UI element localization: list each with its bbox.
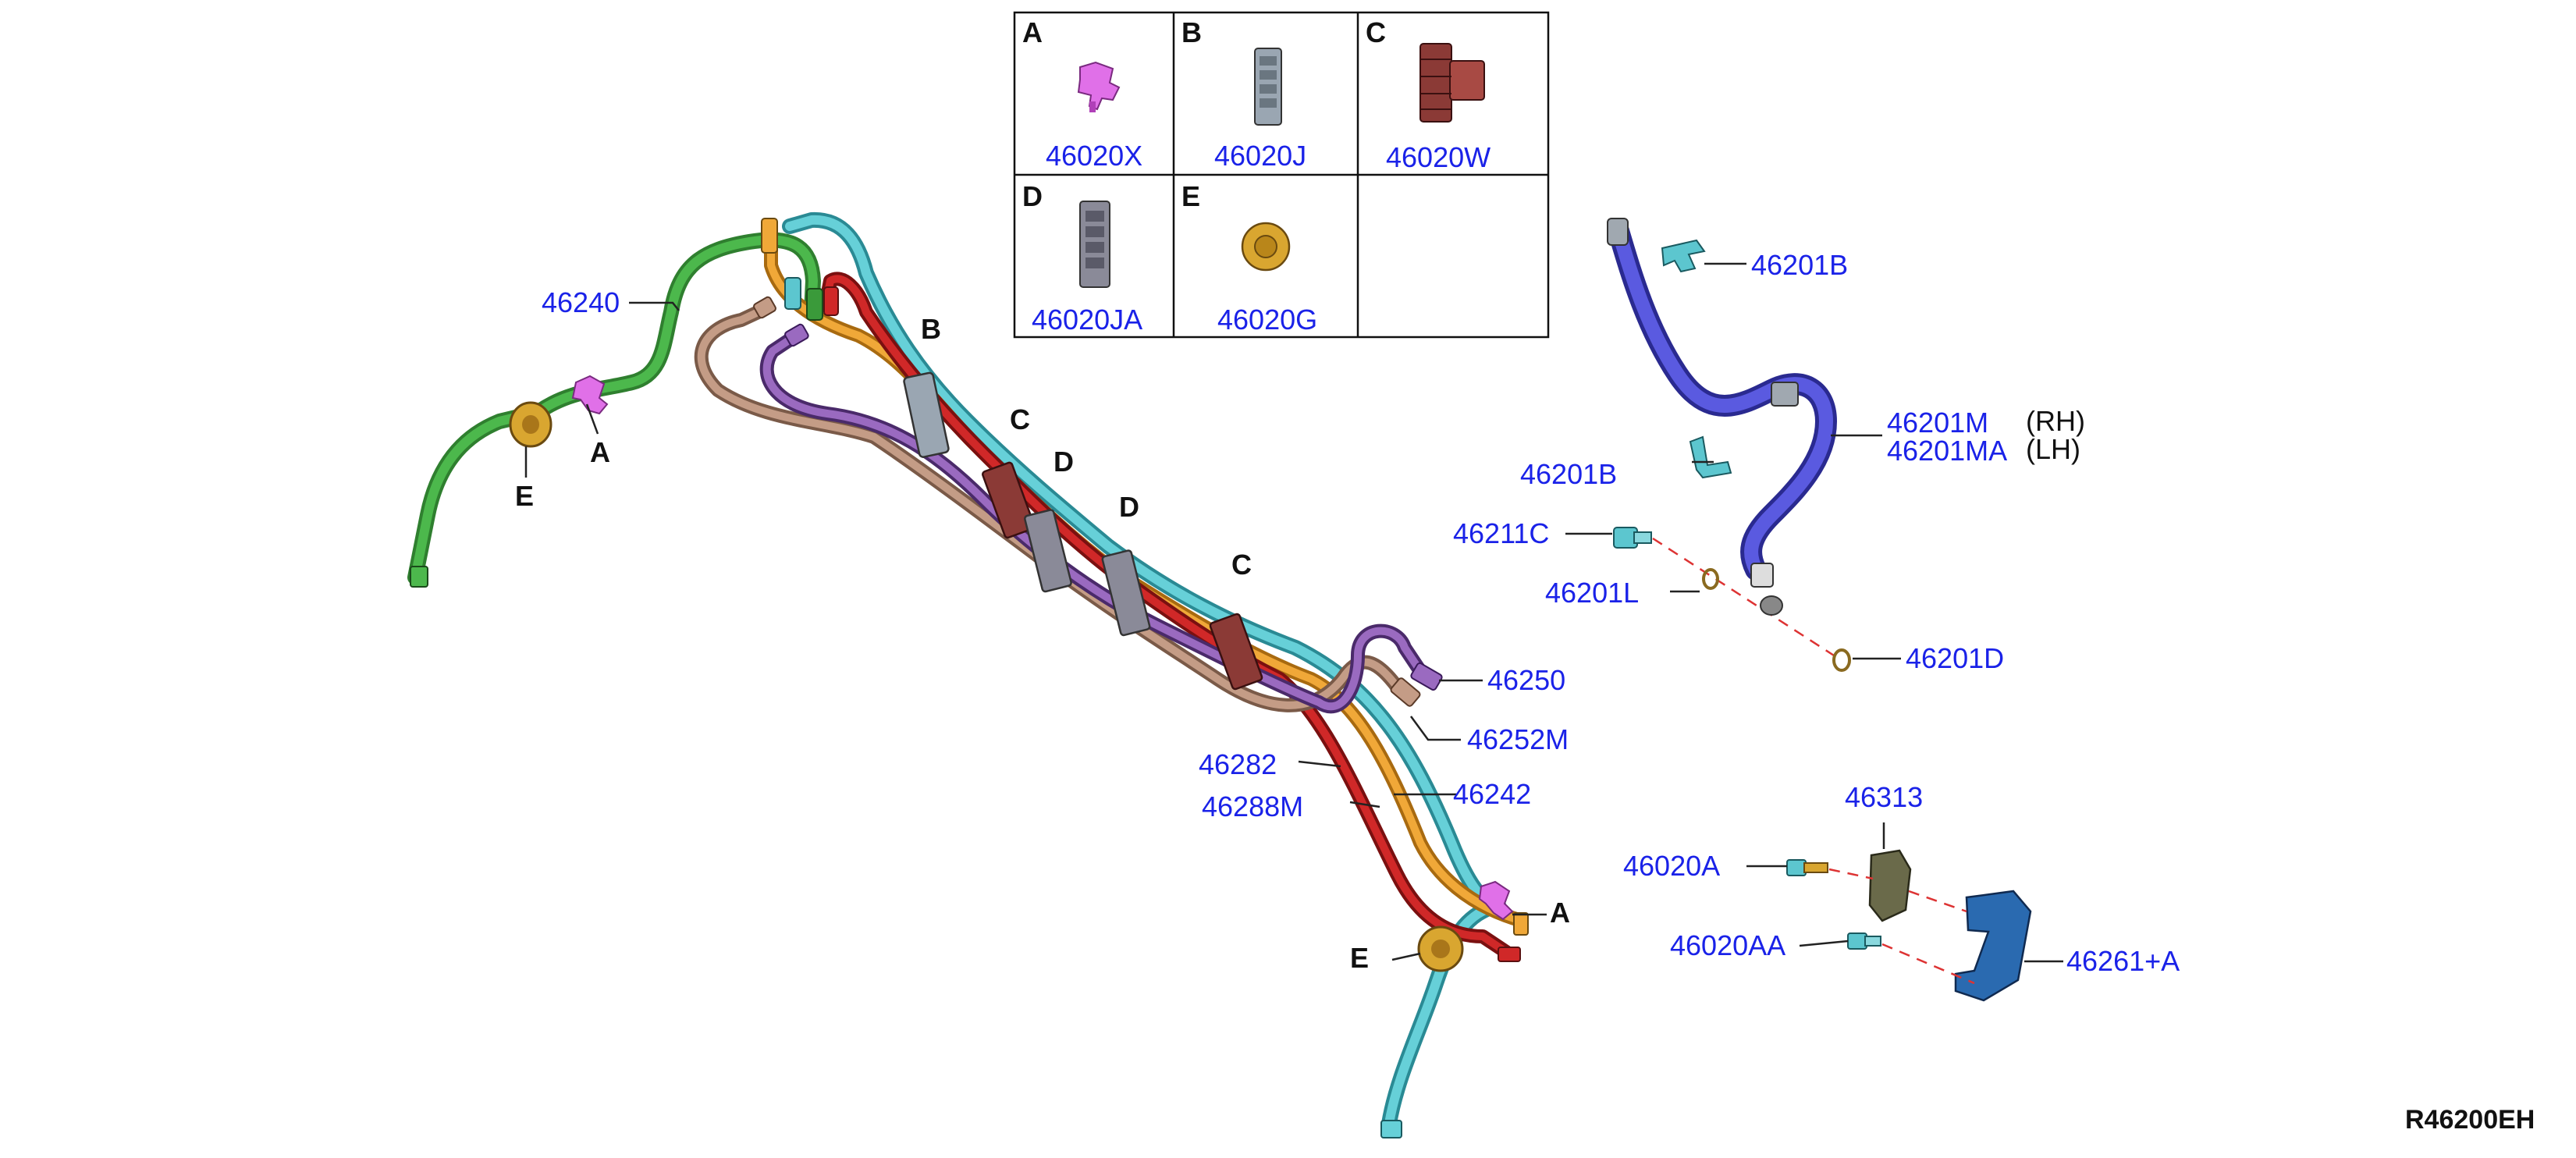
clip-c-icon [1419, 43, 1485, 123]
legend-letter-c: C [1366, 16, 1386, 48]
brake-hose-group [1607, 218, 1851, 672]
bolt-46020a [1786, 859, 1828, 876]
letter-e-right: E [1350, 942, 1369, 974]
grommet-e-right [1417, 925, 1464, 972]
bolt-46020aa [1847, 932, 1881, 950]
legend-letter-b: B [1181, 16, 1202, 48]
label-46020aa: 46020AA [1670, 929, 1785, 961]
label-46201b-top: 46201B [1751, 249, 1848, 281]
letter-d-mid1: D [1053, 446, 1074, 478]
clip-d-on-bundle-1 [1024, 509, 1072, 593]
clip-legend-table: A 46020X B 46020J C [1013, 11, 1550, 339]
clip-b-on-bundle [903, 371, 950, 458]
label-46201c-partial: 46201L [1545, 577, 1639, 609]
letter-a-left: A [590, 436, 610, 468]
legend-cell-c: C 46020W [1366, 16, 1491, 173]
legend-cell-a: A 46020X [1022, 16, 1142, 172]
label-46282: 46282 [1199, 748, 1277, 780]
legend-part-a: 46020X [1046, 140, 1142, 172]
tube-end-fittings-top [753, 218, 839, 347]
grommet-e-icon [1241, 222, 1291, 272]
hose-clip-mid [1689, 435, 1732, 479]
legend-part-d: 46020JA [1032, 304, 1142, 336]
legend-cell-b: B 46020J [1181, 16, 1306, 172]
brake-tube-bundle [407, 211, 1529, 1138]
letter-c-mid: C [1010, 403, 1030, 435]
clip-c-on-bundle-2 [1209, 613, 1263, 691]
label-46252m: 46252M [1467, 723, 1569, 755]
washer-46201d [1832, 648, 1851, 672]
legend-cell-e: E 46020G [1181, 180, 1317, 336]
legend-letter-a: A [1022, 16, 1043, 48]
clip-d-icon [1079, 201, 1110, 288]
label-46201d: 46201D [1906, 642, 2004, 674]
bolt-46211c [1613, 527, 1652, 549]
label-46201b-mid: 46201B [1520, 458, 1617, 490]
clip-c-on-bundle-1 [982, 461, 1036, 539]
clip-letter-markers: E A B C D D C A E [515, 313, 1570, 974]
legend-part-e: 46020G [1217, 304, 1317, 336]
callout-labels: 46240 46250 46252M 46282 46242 46288M 46… [542, 249, 2180, 977]
label-46288m: 46288M [1202, 790, 1303, 822]
label-46201ma: 46201MA [1887, 435, 2007, 467]
legend-letter-d: D [1022, 180, 1043, 212]
bracket-46261a [1954, 890, 2032, 1002]
label-46211c: 46211C [1453, 517, 1549, 549]
bracket-46313 [1868, 849, 1912, 922]
label-46250: 46250 [1487, 664, 1565, 696]
label-46240: 46240 [542, 286, 620, 318]
legend-part-b: 46020J [1214, 140, 1306, 172]
union-fitting [1760, 595, 1783, 616]
clip-d-on-bundle-2 [1101, 549, 1151, 637]
letter-d-mid2: D [1119, 491, 1139, 523]
clip-b-icon [1254, 48, 1282, 126]
leader-lines [524, 262, 2063, 963]
tube-46250 [759, 329, 1427, 714]
clip-a-left [571, 375, 609, 415]
letter-e-left: E [515, 480, 534, 512]
letter-a-right: A [1550, 897, 1570, 929]
label-46242: 46242 [1453, 778, 1531, 810]
letter-c-lower: C [1231, 549, 1252, 581]
tube-end-fittings-lower [410, 566, 1529, 1138]
letter-b-mid: B [921, 313, 941, 345]
legend-cell-d: D 46020JA [1022, 180, 1142, 336]
legend-letter-e: E [1181, 180, 1200, 212]
label-46261a: 46261+A [2066, 945, 2180, 977]
label-rh: (RH) [2026, 405, 2085, 437]
bracket-group [1786, 849, 2032, 1002]
legend-part-c: 46020W [1386, 141, 1491, 173]
label-46201m: 46201M [1887, 407, 1988, 439]
label-lh: (LH) [2026, 433, 2080, 465]
diagram-code: R46200EH [2405, 1105, 2535, 1135]
label-46313: 46313 [1845, 781, 1923, 813]
clip-a-icon [1077, 61, 1121, 112]
grommet-e-left [509, 401, 553, 448]
washer-46201c [1702, 568, 1719, 590]
clip-a-right [1478, 880, 1514, 921]
label-46020a: 46020A [1623, 850, 1720, 882]
hose-clip-top [1661, 239, 1706, 273]
